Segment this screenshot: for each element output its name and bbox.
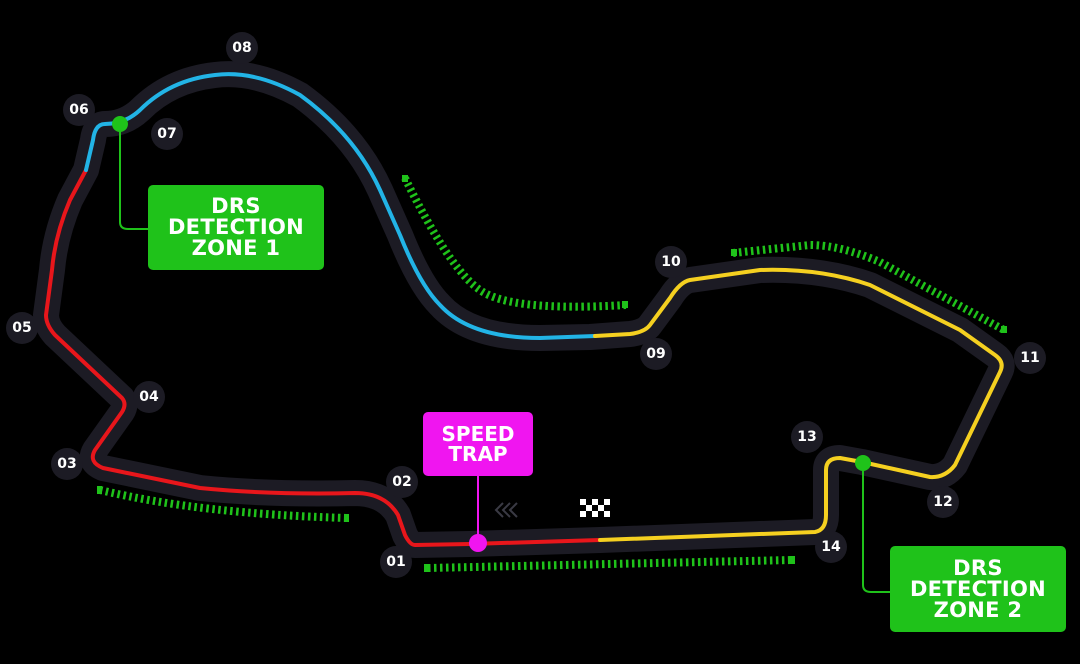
- drs-detection-1-point: [112, 116, 128, 132]
- drs-zone-straight: [427, 556, 793, 572]
- label-line: DETECTION: [167, 215, 305, 239]
- label-line: DRS: [953, 555, 1003, 580]
- turn-badge-12: 12: [927, 486, 959, 518]
- drs-detection-2-leader: [862, 463, 892, 593]
- direction-chevrons-icon: [494, 502, 518, 518]
- speed-trap-point: [469, 534, 487, 552]
- turn-badge-05: 05: [6, 312, 38, 344]
- drs-zone-marker: [790, 556, 795, 564]
- turn-number: 13: [797, 429, 816, 445]
- drs-zone-10-11: [732, 240, 1006, 334]
- drs-zones: [97, 175, 1007, 572]
- turn-number: 04: [139, 389, 159, 405]
- turn-badge-07: 07: [151, 118, 183, 150]
- label-line: ZONE 1: [191, 236, 281, 260]
- drs-zone-03-02: [99, 486, 349, 522]
- sector-3-line: [593, 267, 1004, 542]
- drs-zone-08-09: [401, 176, 627, 311]
- label-line: SPEED: [441, 422, 515, 446]
- turn-badge-09: 09: [640, 338, 672, 370]
- turn-badge-01: 01: [380, 546, 412, 578]
- turn-number: 01: [386, 554, 405, 570]
- turn-badge-11: 11: [1014, 342, 1046, 374]
- label-line: ZONE 2: [933, 597, 1023, 622]
- drs-zone-marker: [424, 564, 429, 572]
- sector-1-line: [44, 168, 602, 547]
- drs-zone-marker: [1001, 326, 1007, 333]
- turn-badges: 01 02 03 04 05 06 07 08 09 10 11 12 13 1…: [6, 32, 1046, 578]
- drs-zone-marker: [402, 175, 408, 182]
- drs-zone-marker: [97, 486, 102, 494]
- turn-number: 14: [821, 539, 841, 555]
- turn-number: 11: [1020, 350, 1039, 366]
- drs-detection-zone-1-label: DRS DETECTION ZONE 1: [148, 185, 324, 270]
- label-line: DETECTION: [909, 576, 1047, 601]
- drs-zone-marker: [622, 301, 628, 308]
- turn-number: 07: [157, 126, 176, 142]
- drs-zone-marker: [344, 514, 349, 522]
- label-line: TRAP: [448, 442, 508, 466]
- label-line: DRS: [211, 194, 261, 218]
- turn-number: 06: [69, 102, 88, 118]
- turn-number: 02: [392, 474, 411, 490]
- drs-detection-2-point: [855, 455, 871, 471]
- drs-detection-1-leader: [119, 124, 150, 230]
- turn-badge-08: 08: [226, 32, 258, 64]
- speed-trap-label: SPEED TRAP: [423, 412, 533, 476]
- turn-number: 10: [661, 254, 681, 270]
- turn-badge-06: 06: [63, 94, 95, 126]
- turn-number: 05: [12, 320, 31, 336]
- turn-badge-04: 04: [133, 381, 165, 413]
- turn-badge-10: 10: [655, 246, 687, 278]
- turn-number: 03: [57, 456, 76, 472]
- drs-zone-marker: [731, 249, 737, 256]
- turn-badge-14: 14: [815, 531, 847, 563]
- turn-badge-02: 02: [386, 466, 418, 498]
- turn-number: 08: [232, 40, 251, 56]
- turn-number: 12: [933, 494, 952, 510]
- turn-badge-03: 03: [51, 448, 83, 480]
- drs-detection-zone-2-label: DRS DETECTION ZONE 2: [890, 546, 1066, 632]
- turn-badge-13: 13: [791, 421, 823, 453]
- turn-number: 09: [646, 346, 665, 362]
- checkered-flag-icon: [580, 499, 610, 517]
